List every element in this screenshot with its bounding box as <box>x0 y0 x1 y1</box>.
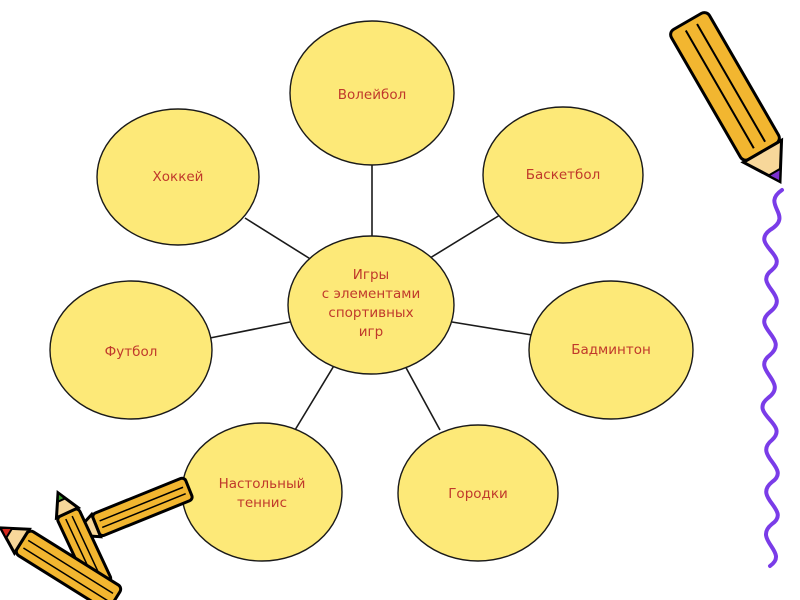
center-label-line3: спортивных <box>328 305 413 321</box>
connector-basketball <box>429 214 501 259</box>
node-football-label: Футбол <box>105 344 158 360</box>
node-gorodki-label: Городки <box>448 486 508 502</box>
pencils-icon <box>0 476 194 600</box>
connector-gorodki <box>403 363 441 431</box>
connectors <box>209 165 533 431</box>
node-hockey[interactable]: Хоккей <box>96 108 260 246</box>
node-badminton-ellipse <box>528 280 694 420</box>
node-table-tennis[interactable]: Настольный теннис <box>181 422 343 562</box>
node-table-tennis-ellipse <box>181 422 343 562</box>
node-basketball-ellipse <box>482 106 644 244</box>
center-node-ellipse <box>287 235 455 375</box>
node-volleyball[interactable]: Волейбол <box>289 20 455 166</box>
center-label-line2: с элементами <box>322 286 420 302</box>
connector-table-tennis <box>294 363 336 431</box>
pencil-icon <box>669 11 784 185</box>
center-label-line4: игр <box>359 324 383 340</box>
connector-hockey <box>244 217 313 261</box>
node-football-ellipse <box>49 280 213 420</box>
node-badminton[interactable]: Бадминтон <box>528 280 694 420</box>
center-label-line1: Игры <box>353 267 389 283</box>
connector-football <box>209 321 291 339</box>
node-table-tennis-label-line1: Настольный <box>219 476 306 492</box>
node-hockey-label: Хоккей <box>153 169 204 185</box>
node-basketball-label: Баскетбол <box>526 167 601 183</box>
node-table-tennis-label-line2: теннис <box>237 495 287 511</box>
node-gorodki-ellipse <box>397 424 559 562</box>
node-volleyball-ellipse <box>289 20 455 166</box>
node-gorodki[interactable]: Городки <box>397 424 559 562</box>
connector-badminton <box>451 321 533 336</box>
squiggle-line-icon <box>760 188 784 568</box>
node-basketball[interactable]: Баскетбол <box>482 106 644 244</box>
node-hockey-ellipse <box>96 108 260 246</box>
node-football[interactable]: Футбол <box>49 280 213 420</box>
node-volleyball-label: Волейбол <box>338 87 406 103</box>
center-node[interactable]: Игры с элементами спортивных игр <box>287 235 455 375</box>
node-badminton-label: Бадминтон <box>571 342 651 358</box>
